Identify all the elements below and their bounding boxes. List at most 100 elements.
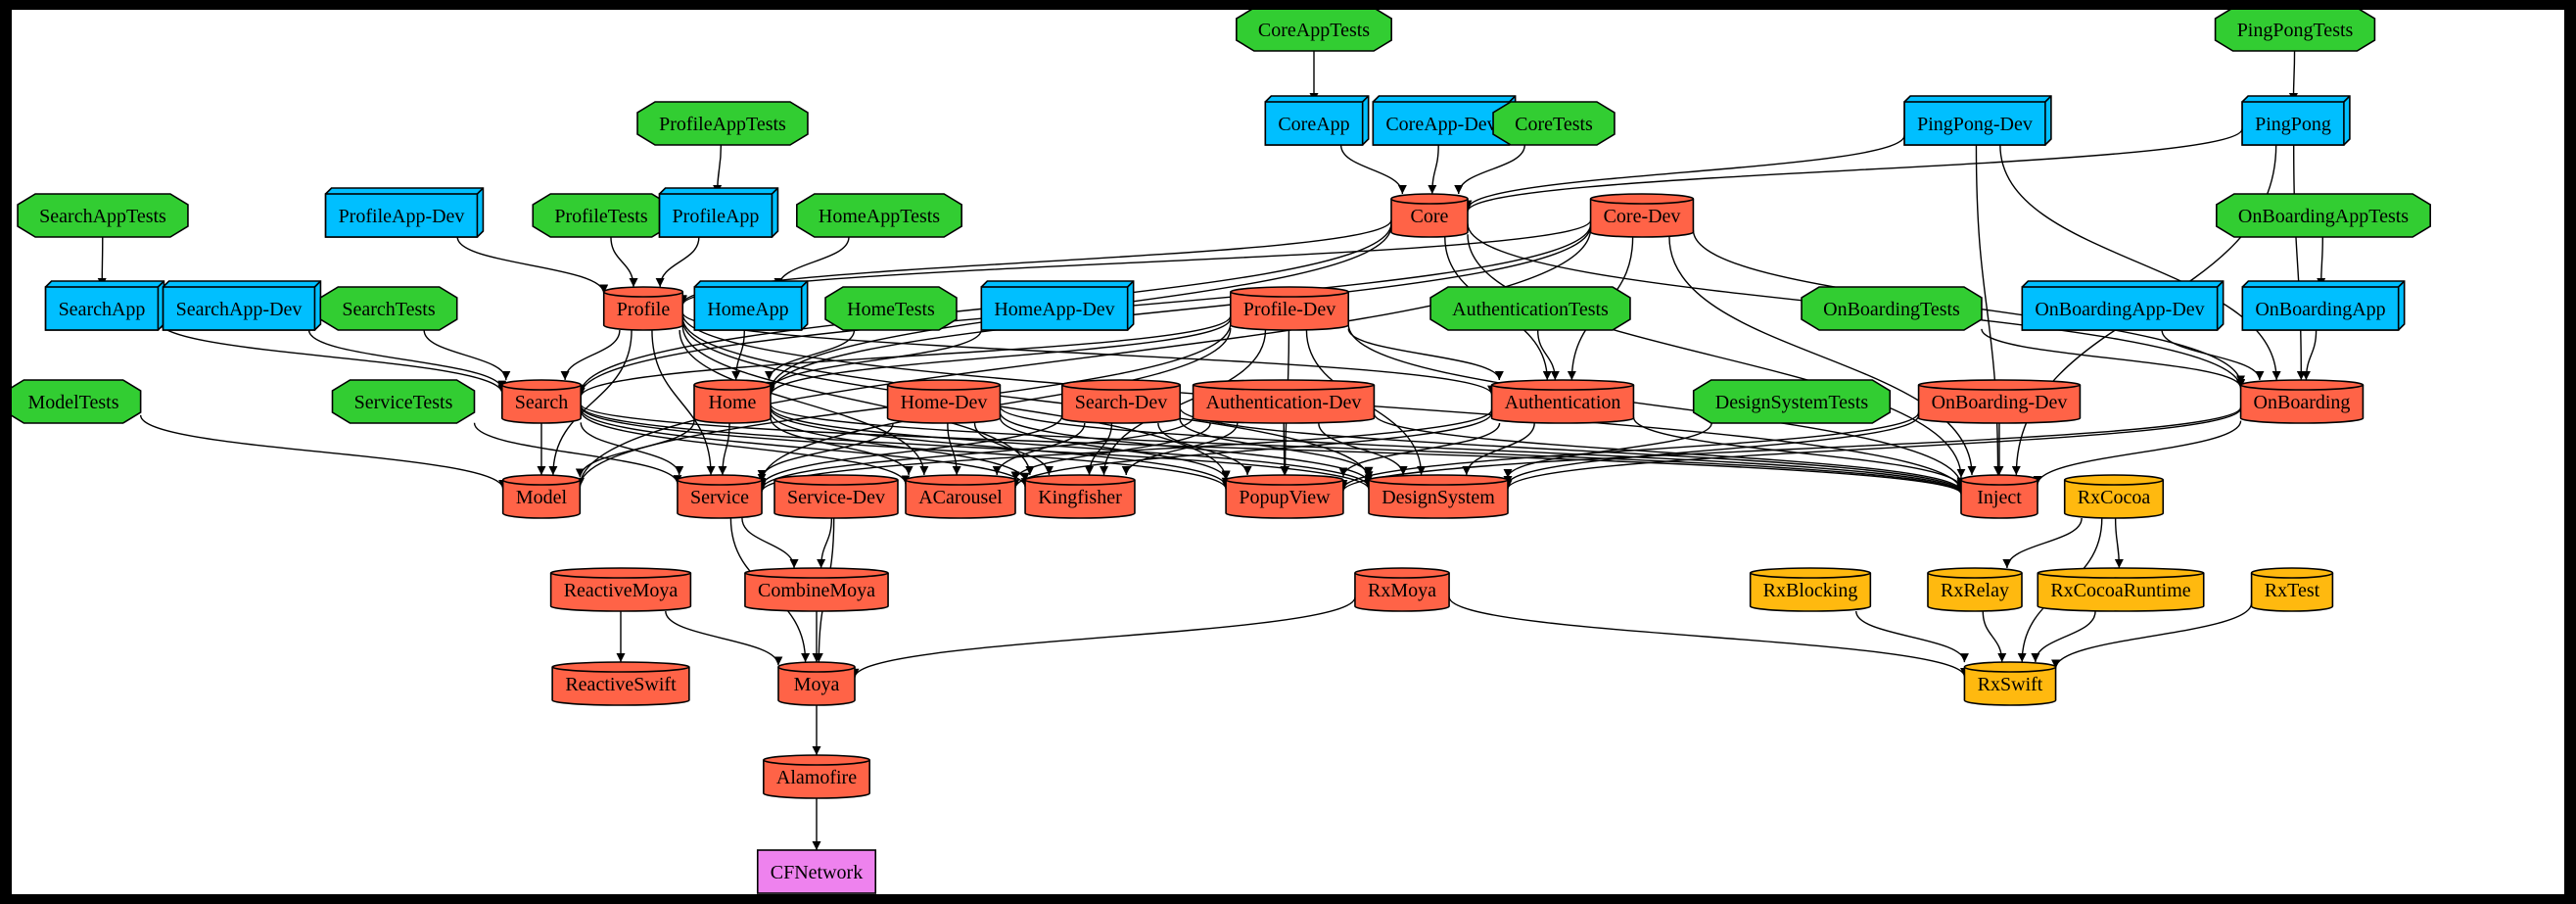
node-on-boarding-app[interactable]: OnBoardingApp [2241, 280, 2406, 331]
node-cfnetwork[interactable]: CFNetwork [756, 849, 877, 894]
edge-profile-dev-to-home [766, 317, 1232, 396]
node-on-boarding-dev[interactable]: OnBoarding-Dev [1917, 379, 2082, 424]
edge-profile-app-to-profile [655, 236, 700, 288]
node-ping-pong-dev[interactable]: PingPong-Dev [1903, 95, 2052, 146]
edge-search-to-service [580, 422, 684, 476]
node-label: CFNetwork [771, 862, 863, 883]
edge-on-boarding-tests-to-on-boarding [1981, 328, 2245, 389]
node-reactive-swift[interactable]: ReactiveSwift [551, 661, 690, 706]
node-ping-pong[interactable]: PingPong [2241, 95, 2351, 146]
node-profile-app[interactable]: ProfileApp [658, 187, 779, 238]
node-core-app-tests[interactable]: CoreAppTests [1236, 10, 1392, 52]
node-core-tests[interactable]: CoreTests [1492, 101, 1616, 146]
node-home-app-dev[interactable]: HomeApp-Dev [980, 280, 1135, 331]
node-rx-cocoa[interactable]: RxCocoa [2063, 474, 2165, 519]
node-service[interactable]: Service [677, 474, 763, 519]
node-moya[interactable]: Moya [777, 661, 856, 706]
node-on-boarding-app-tests[interactable]: OnBoardingAppTests [2216, 193, 2431, 238]
node-label: PopupView [1239, 487, 1331, 508]
node-label: Home-Dev [901, 392, 988, 413]
node-combine-moya[interactable]: CombineMoya [744, 567, 889, 612]
node-home[interactable]: Home [693, 379, 772, 424]
node-label: Service-Dev [787, 487, 885, 508]
node-profile-app-dev[interactable]: ProfileApp-Dev [324, 187, 485, 238]
node-rx-swift[interactable]: RxSwift [1963, 661, 2057, 706]
edge-rx-cocoa-to-rx-cocoa-runtime [2114, 517, 2124, 569]
node-reactive-moya[interactable]: ReactiveMoya [549, 567, 692, 612]
node-rx-cocoa-runtime[interactable]: RxCocoaRuntime [2037, 567, 2205, 612]
node-on-boarding-app-dev[interactable]: OnBoardingApp-Dev [2021, 280, 2225, 331]
node-authentication[interactable]: Authentication [1490, 379, 1635, 424]
node-inject[interactable]: Inject [1960, 474, 2038, 519]
node-kingfisher[interactable]: Kingfisher [1024, 474, 1136, 519]
node-ping-pong-tests[interactable]: PingPongTests [2214, 10, 2376, 52]
edge-authentication-dev-to-service [757, 416, 1194, 490]
node-on-boarding[interactable]: OnBoarding [2239, 379, 2365, 424]
edge-ping-pong-tests-to-ping-pong [2288, 50, 2298, 103]
node-core-app[interactable]: CoreApp [1264, 95, 1370, 146]
edge-ping-pong-dev-to-core [1463, 134, 1905, 210]
edge-search-dev-to-acarousel [992, 422, 1086, 476]
node-home-dev[interactable]: Home-Dev [886, 379, 1002, 424]
node-rx-test[interactable]: RxTest [2250, 567, 2334, 612]
edge-model-tests-to-model [139, 414, 508, 490]
edge-profile-to-acarousel [679, 329, 929, 476]
edge-rx-blocking-to-rx-swift [1855, 610, 1969, 663]
node-profile[interactable]: Profile [602, 286, 684, 331]
node-service-dev[interactable]: Service-Dev [773, 474, 899, 519]
node-search-app-dev[interactable]: SearchApp-Dev [162, 280, 322, 331]
node-search-tests[interactable]: SearchTests [319, 286, 458, 331]
node-acarousel[interactable]: ACarousel [905, 474, 1016, 519]
node-model[interactable]: Model [501, 474, 582, 519]
node-label: Moya [794, 674, 840, 695]
node-search[interactable]: Search [500, 379, 583, 424]
edge-search-dev-to-kingfisher [1085, 422, 1113, 476]
edge-search-dev-to-popup-view [1157, 422, 1252, 476]
node-rx-blocking[interactable]: RxBlocking [1749, 567, 1872, 612]
node-label: CoreAppTests [1258, 20, 1370, 41]
node-design-system[interactable]: DesignSystem [1368, 474, 1509, 519]
node-core-app-dev[interactable]: CoreApp-Dev [1372, 95, 1517, 146]
edge-profile-app-tests-to-profile-app [713, 144, 723, 195]
edge-home-dev-to-popup-view [999, 416, 1231, 481]
node-label: Profile-Dev [1243, 299, 1335, 320]
node-profile-tests[interactable]: ProfileTests [532, 193, 671, 238]
node-label: RxSwift [1978, 674, 2043, 695]
node-label: SearchApp-Dev [176, 299, 303, 320]
edge-rx-relay-to-rx-swift [1982, 610, 2007, 663]
node-search-app-tests[interactable]: SearchAppTests [17, 193, 189, 238]
node-search-app[interactable]: SearchApp [44, 280, 165, 331]
node-label: CoreApp [1278, 114, 1349, 135]
node-core[interactable]: Core [1390, 193, 1469, 238]
edge-home-to-inject [770, 404, 1966, 495]
node-service-tests[interactable]: ServiceTests [331, 379, 476, 424]
edge-core-dev-to-model [575, 228, 1592, 487]
node-popup-view[interactable]: PopupView [1225, 474, 1344, 519]
node-home-tests[interactable]: HomeTests [824, 286, 958, 331]
node-label: ProfileAppTests [659, 114, 786, 135]
node-home-app[interactable]: HomeApp [693, 280, 809, 331]
node-label: ReactiveSwift [565, 674, 677, 695]
node-on-boarding-tests[interactable]: OnBoardingTests [1801, 286, 1983, 331]
node-model-tests[interactable]: ModelTests [12, 379, 142, 424]
node-label: DesignSystemTests [1715, 392, 1869, 413]
edge-design-system-tests-to-design-system [1503, 422, 1712, 479]
edge-profile-to-service [651, 329, 716, 476]
node-design-system-tests[interactable]: DesignSystemTests [1692, 379, 1892, 424]
node-authentication-tests[interactable]: AuthenticationTests [1429, 286, 1631, 331]
node-core-dev[interactable]: Core-Dev [1589, 193, 1695, 238]
edge-home-tests-to-home [765, 329, 856, 381]
node-alamofire[interactable]: Alamofire [763, 754, 870, 799]
node-home-app-tests[interactable]: HomeAppTests [796, 193, 962, 238]
edge-profile-to-search [560, 329, 621, 381]
node-authentication-dev[interactable]: Authentication-Dev [1192, 379, 1376, 424]
node-profile-app-tests[interactable]: ProfileAppTests [636, 101, 809, 146]
node-search-dev[interactable]: Search-Dev [1061, 379, 1181, 424]
edge-home-app-dev-to-home [766, 329, 983, 391]
node-rx-moya[interactable]: RxMoya [1354, 567, 1450, 612]
node-label: Core [1411, 206, 1449, 227]
edge-search-app-to-search [157, 319, 507, 394]
node-label: HomeAppTests [819, 206, 940, 227]
node-profile-dev[interactable]: Profile-Dev [1229, 286, 1350, 331]
node-rx-relay[interactable]: RxRelay [1927, 567, 2023, 612]
